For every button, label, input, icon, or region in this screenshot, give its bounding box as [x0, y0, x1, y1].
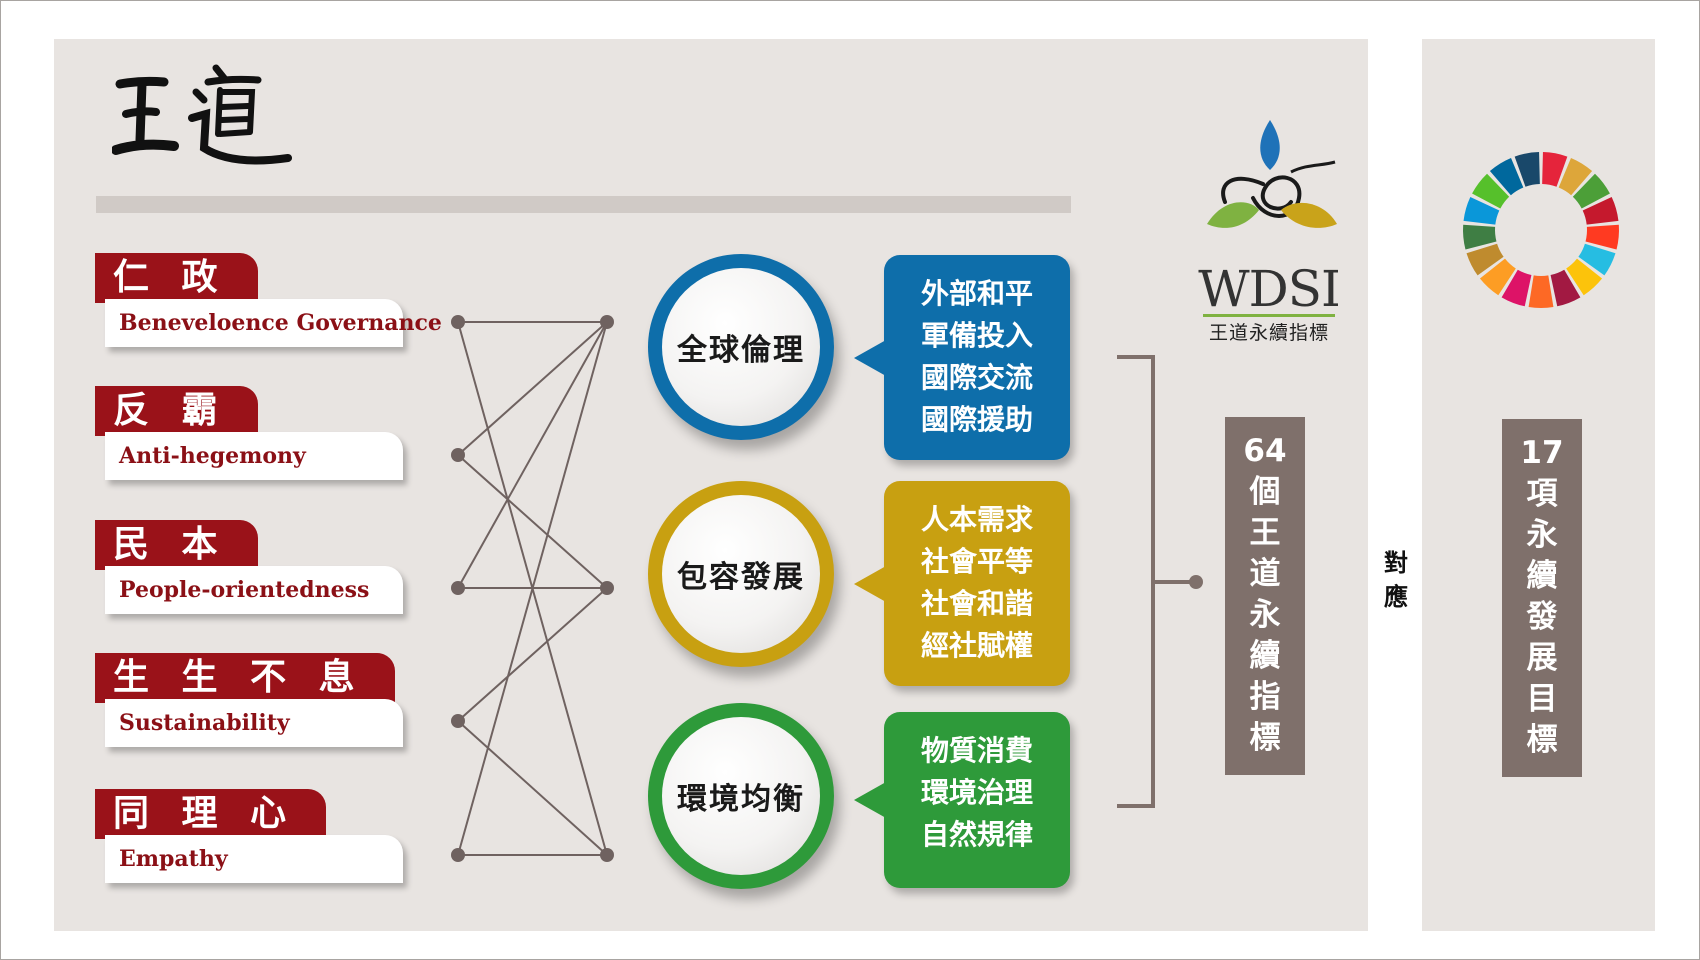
- node-left: [451, 848, 465, 862]
- box-char: 目: [1526, 681, 1558, 717]
- sdg-segment: [1585, 224, 1619, 250]
- item-text: 國際援助: [920, 403, 1033, 436]
- sdg-segment: [1550, 269, 1581, 307]
- principle-en: Sustainability: [105, 699, 403, 747]
- box-char: 永: [1249, 597, 1281, 633]
- principle-en: Empathy: [105, 835, 403, 883]
- principle-en: Beneveloence Governance: [105, 299, 442, 347]
- header-divider: [96, 196, 1071, 213]
- sdg-segment: [1582, 196, 1619, 225]
- sdg-segment: [1489, 157, 1524, 196]
- box-char: 展: [1526, 640, 1558, 676]
- box-char: 17: [1520, 435, 1564, 471]
- sdg-segment: [1479, 258, 1516, 296]
- item-text: 軍備投入: [920, 319, 1033, 352]
- node-right: [600, 315, 614, 329]
- box-char: 標: [1526, 722, 1558, 758]
- pillar-items-global-ethics: 外部和平 軍備投入 國際交流 國際援助: [854, 255, 1070, 460]
- indicators-box: 64 個 王 道 永 續 指 標: [1225, 417, 1305, 775]
- principle-3: 民 本 People-orientedness: [95, 520, 405, 620]
- mapping-label: 對 應: [1374, 546, 1418, 614]
- pillar-circle-global-ethics: 全球倫理: [648, 254, 834, 440]
- item-text: 國際交流: [920, 361, 1033, 394]
- principle-en: Anti-hegemony: [105, 432, 403, 480]
- logo-wordmark: WDSI: [1198, 260, 1340, 318]
- pillar-label: 包容發展: [662, 495, 820, 653]
- sdg-segment: [1501, 269, 1532, 307]
- principle-4: 生 生 不 息 Sustainability: [95, 653, 405, 753]
- pillar-label: 全球倫理: [662, 268, 820, 426]
- node-left: [451, 315, 465, 329]
- sdg-wheel-icon: [1463, 152, 1619, 309]
- principle-1: 仁 政 Beneveloence Governance: [95, 253, 442, 353]
- box-char: 續: [1249, 638, 1281, 674]
- logo-rule: [1203, 314, 1335, 317]
- box-char: 項: [1526, 476, 1558, 512]
- box-char: 標: [1249, 720, 1281, 756]
- pillar-circle-environmental-balance: 環境均衡: [648, 703, 834, 889]
- box-char: 發: [1526, 599, 1558, 635]
- item-text: 經社賦權: [920, 629, 1033, 662]
- box-char: 永: [1526, 517, 1558, 553]
- sdg-segment: [1528, 275, 1554, 309]
- item-text: 物質消費: [920, 734, 1033, 767]
- item-text: 自然規律: [920, 818, 1033, 851]
- box-char: 道: [1249, 556, 1281, 592]
- node-left: [451, 448, 465, 462]
- item-text: 社會平等: [920, 545, 1033, 578]
- box-char: 王: [1249, 515, 1281, 551]
- sdg-segment: [1514, 152, 1540, 187]
- item-text: 人本需求: [920, 503, 1033, 536]
- pillar-items-environmental-balance: 物質消費 環境治理 自然規律: [854, 712, 1070, 888]
- box-char: 個: [1249, 474, 1281, 510]
- mapping-char: 應: [1384, 583, 1408, 611]
- sdg-segment: [1572, 173, 1610, 209]
- bracket-node: [1189, 575, 1203, 589]
- sdg-segment: [1463, 196, 1500, 225]
- principle-zh: 反 霸: [95, 386, 258, 436]
- sdg-segment: [1542, 152, 1568, 187]
- pillar-label: 環境均衡: [662, 717, 820, 875]
- pillar-items-inclusive-development: 人本需求 社會平等 社會和諧 經社賦權: [854, 481, 1070, 686]
- sdg-segment: [1463, 224, 1497, 250]
- sdg-segment: [1466, 243, 1504, 276]
- sdg-segment: [1472, 173, 1510, 209]
- box-char: 指: [1249, 679, 1281, 715]
- node-right: [600, 848, 614, 862]
- node-left: [451, 581, 465, 595]
- principle-zh: 生 生 不 息: [95, 653, 395, 703]
- pillar-circle-inclusive-development: 包容發展: [648, 481, 834, 667]
- mapping-char: 對: [1384, 549, 1408, 577]
- sdg-segment: [1558, 157, 1593, 196]
- item-text: 環境治理: [920, 776, 1033, 809]
- principle-zh: 同 理 心: [95, 789, 327, 839]
- principle-5: 同 理 心 Empathy: [95, 789, 405, 889]
- node-left: [451, 714, 465, 728]
- logo-subtitle: 王道永續指標: [1208, 322, 1329, 344]
- wangdao-calligraphy: [112, 64, 292, 165]
- node-right: [600, 581, 614, 595]
- box-char: 續: [1526, 558, 1558, 594]
- principle-zh: 民 本: [95, 520, 258, 570]
- principle-zh: 仁 政: [95, 253, 258, 303]
- item-text: 社會和諧: [920, 587, 1033, 620]
- item-text: 外部和平: [920, 277, 1033, 310]
- principle-en: People-orientedness: [105, 566, 403, 614]
- principle-2: 反 霸 Anti-hegemony: [95, 386, 405, 486]
- sdg-box: 17 項 永 續 發 展 目 標: [1502, 419, 1582, 777]
- wdsi-logo-icon: [1207, 120, 1337, 228]
- sdg-segment: [1566, 258, 1603, 296]
- box-char: 64: [1243, 433, 1287, 469]
- sdg-segment: [1578, 243, 1616, 276]
